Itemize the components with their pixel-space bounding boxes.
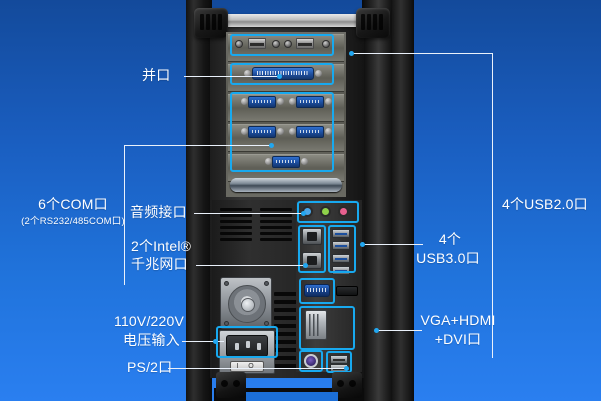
motherboard-io-shield	[296, 200, 362, 373]
label-usb30-line2: USB3.0口	[416, 250, 480, 266]
leader-line-ps2	[168, 368, 348, 369]
label-ps2: PS/2口	[127, 359, 173, 375]
leader-dot-parallel-port	[277, 74, 282, 79]
power-input-highlight-box	[216, 326, 278, 358]
power-rocker-switch[interactable]: I O	[230, 361, 264, 372]
com-screw	[301, 158, 308, 165]
com-ports-highlight-box	[230, 92, 334, 172]
leader-line-usb20-vertical	[492, 53, 493, 358]
chassis-top-handle	[210, 14, 370, 27]
label-parallel-port: 并口	[142, 67, 171, 83]
usb3-port-3	[332, 254, 350, 263]
chassis-top-right-cap	[356, 8, 390, 38]
com-screw	[289, 98, 296, 105]
com-port	[296, 96, 324, 108]
usb3-port-1	[332, 229, 350, 238]
pci-filler-strip	[230, 178, 342, 192]
label-lan-line1: 2个Intel®	[131, 238, 192, 254]
leader-line-audio	[194, 213, 304, 214]
label-usb30-line1: 4个	[438, 231, 462, 247]
leader-dot-usb20	[349, 51, 354, 56]
com-screw	[289, 128, 296, 135]
computer-chassis: I O	[186, 0, 414, 401]
ps2-highlight-box	[299, 350, 323, 372]
leader-dot-audio	[301, 211, 306, 216]
usb2-highlight-box	[230, 34, 334, 56]
vga-port	[304, 284, 330, 297]
label-video-line1: VGA+HDMI	[420, 312, 496, 328]
bracket-screw	[272, 40, 280, 48]
leader-line-lan	[196, 265, 306, 266]
com-screw	[241, 98, 248, 105]
bracket-screw	[284, 40, 292, 48]
fan-hub	[241, 298, 255, 312]
com-port	[248, 126, 276, 138]
com-screw	[325, 128, 332, 135]
com-port	[272, 156, 300, 168]
usb3-port-2	[332, 241, 350, 250]
ethernet-port-1	[302, 228, 322, 245]
chassis-right-rail	[362, 0, 392, 401]
label-com-ports-sub: (2个RS232/485COM口)	[21, 216, 125, 227]
audio-jack-microphone	[338, 206, 349, 217]
usb2-bottom-port-1	[330, 355, 348, 364]
leader-line-power-input	[182, 341, 224, 342]
leader-dot-usb30	[360, 242, 365, 247]
expansion-slot-well	[226, 32, 346, 197]
power-supply-fan-grill	[220, 277, 272, 329]
video-group-highlight-box	[299, 306, 355, 350]
leader-line-video	[378, 330, 422, 331]
com-port	[248, 96, 276, 108]
dvi-port	[305, 310, 327, 340]
parallel-port-highlight-box	[230, 63, 334, 85]
usb2-port	[296, 38, 314, 49]
label-lan-line2: 千兆网口	[131, 256, 188, 272]
com-screw	[265, 158, 272, 165]
leader-dot-video	[374, 328, 379, 333]
leader-line-com-vertical	[124, 145, 125, 285]
label-power-input-line1: 110V/220V	[114, 313, 185, 329]
bracket-screw	[322, 40, 330, 48]
leader-dot-com-ports	[269, 143, 274, 148]
hdmi-port	[336, 286, 358, 296]
lan-highlight-box	[298, 225, 326, 273]
leader-line-usb30	[363, 244, 423, 245]
com-port	[296, 126, 324, 138]
com-screw	[325, 98, 332, 105]
chassis-foot-left	[216, 372, 246, 398]
ps2-port	[304, 354, 318, 368]
com-screw	[277, 98, 284, 105]
usb3-highlight-box	[328, 225, 356, 273]
label-audio: 音频接口	[130, 204, 187, 220]
com-screw	[277, 128, 284, 135]
leader-line-parallel-port	[184, 76, 280, 77]
leader-dot-lan	[303, 263, 308, 268]
com-screw	[241, 128, 248, 135]
chassis-top-left-cap	[194, 8, 228, 38]
chassis-left-rail	[186, 0, 212, 401]
fan-icon	[228, 285, 266, 323]
lpt-screw-right	[315, 70, 322, 77]
lpt-screw-left	[244, 70, 251, 77]
vga-highlight-box	[299, 278, 335, 304]
label-power-input-line2: 电压输入	[123, 332, 180, 348]
ac-power-inlet-block: I O	[219, 330, 275, 374]
bracket-screw	[235, 40, 243, 48]
label-video-line2: +DVI口	[434, 331, 482, 347]
leader-line-usb20-top	[352, 53, 493, 54]
audio-jack-line-out	[320, 206, 331, 217]
usb2-port	[248, 38, 266, 49]
chassis-bottom-blue-strip	[246, 392, 338, 401]
label-com-ports: 6个COM口	[38, 196, 108, 212]
leader-dot-power-input	[213, 339, 218, 344]
chassis-right-outer-rail	[392, 0, 414, 401]
leader-line-com-top	[124, 145, 272, 146]
audio-highlight-box	[297, 201, 359, 223]
label-usb20: 4个USB2.0口	[502, 196, 588, 212]
leader-dot-ps2	[344, 366, 349, 371]
